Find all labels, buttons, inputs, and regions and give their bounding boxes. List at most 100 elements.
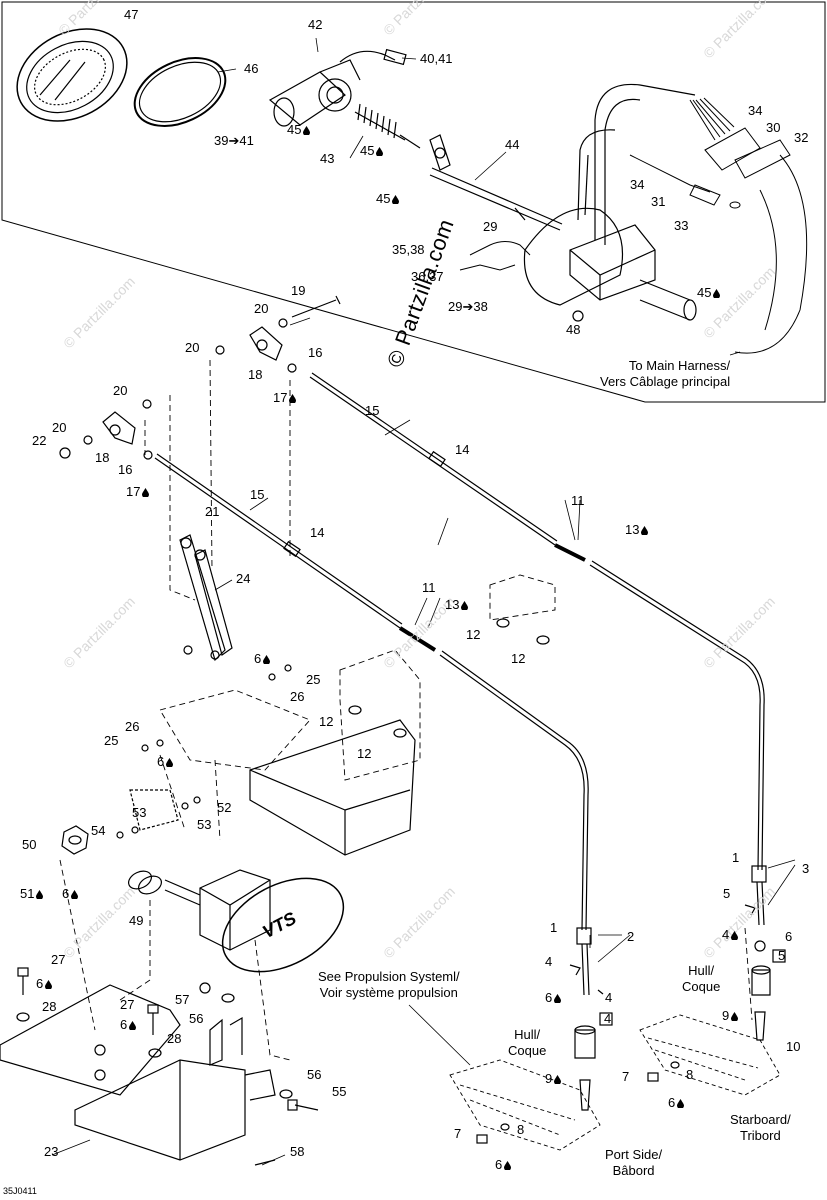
callout-number: 6 [36,976,44,991]
cable-upper [309,372,767,926]
callout-5: 5 [723,887,730,901]
callout-58: 58 [290,1145,304,1159]
callout-number: 13 [445,597,460,612]
callout-number: 16 [308,345,323,360]
callout-number: 6 [254,651,262,666]
callout-11: 11 [422,581,436,595]
callout-number: 5 [723,886,731,901]
callout-number: 25 [306,672,321,687]
callout-number: 34 [748,103,763,118]
callout-number: 33 [674,218,689,233]
callout-number: 53 [197,817,212,832]
oil-drop-icon [554,994,562,1003]
callout-number: 27 [120,997,135,1012]
callout-number: 26 [290,689,305,704]
callout-number: 12 [319,714,334,729]
callout-number: 56 [307,1067,322,1082]
callout-number: 4 [722,927,730,942]
callout-number: 29➔38 [448,299,488,314]
callout-32: 32 [794,131,808,145]
callout-24: 24 [236,572,250,586]
callout-51: 51 [20,887,44,901]
callout-43: 43 [320,152,334,166]
callout-12: 12 [319,715,333,729]
callout-number: 55 [332,1084,347,1099]
callout-number: 45 [697,285,712,300]
callout-number: 5 [778,948,786,963]
callout-number: 4 [604,1011,612,1026]
callout-number: 6 [62,886,70,901]
callout-number: 17 [126,484,141,499]
callout-8: 8 [517,1123,524,1137]
callout-48: 48 [566,323,580,337]
callout-6: 6 [785,930,792,944]
callout-number: 7 [622,1069,630,1084]
callout-15: 15 [250,488,264,502]
callout-18: 18 [248,368,262,382]
callout-14: 14 [310,526,324,540]
callout-31: 31 [651,195,665,209]
drive-shaft [429,134,563,231]
callout-33: 33 [674,219,688,233]
callout-20: 20 [254,302,268,316]
callout-2: 2 [627,930,634,944]
callout-23: 23 [44,1145,58,1159]
callout-number: 47 [124,7,139,22]
callout-9: 9 [545,1071,562,1086]
callout-number: 20 [185,340,200,355]
callout-57: 57 [175,993,189,1007]
callout-number: 9 [545,1071,553,1086]
callout-55: 55 [332,1085,346,1099]
vts-display-cover [16,28,128,122]
callout-number: 56 [189,1011,204,1026]
callout-12: 12 [466,628,480,642]
callout-number: 57 [175,992,190,1007]
callout-21: 21 [205,505,219,519]
callout-number: 18 [95,450,110,465]
callout-6: 6 [157,754,174,769]
callout-number: 8 [517,1122,525,1137]
callout-number: 53 [132,805,147,820]
callout-number: 6 [668,1095,676,1110]
callout-number: 20 [113,383,128,398]
callout-42: 42 [308,18,322,32]
callout-number: 31 [651,194,666,209]
callout-number: 6 [157,754,165,769]
callout-number: 20 [52,420,67,435]
callout-number: 12 [466,627,481,642]
callout-number: 1 [732,850,740,865]
callout-13: 13 [625,523,649,537]
callout-6: 6 [254,651,271,666]
callout-number: 6 [785,929,793,944]
callout-16: 16 [118,463,132,477]
callout-number: 6 [495,1157,503,1172]
callout-53: 53 [132,806,146,820]
assembly-guide-lines [59,359,753,1061]
callout-20: 20 [185,341,199,355]
callout-7: 7 [622,1070,629,1084]
callout-22: 22 [32,434,46,448]
callout-56: 56 [307,1068,321,1082]
callout-number: 45 [287,122,302,137]
callout-number: 58 [290,1144,305,1159]
callout-30: 30 [766,121,780,135]
callout-36-37: 36,37 [411,270,444,284]
callout-45: 45 [697,285,721,300]
callout-number: 20 [254,301,269,316]
callout-15: 15 [365,404,379,418]
callout-16: 16 [308,346,322,360]
callout-46: 46 [244,62,258,76]
callout-5: 5 [778,949,785,963]
callout-26: 26 [290,690,304,704]
callout-number: 28 [42,999,57,1014]
callout-8: 8 [686,1068,693,1082]
callout-number: 3 [802,861,810,876]
callout-45: 45 [360,144,384,158]
callout-56: 56 [189,1012,203,1026]
callout-20: 20 [113,384,127,398]
callout-number: 4 [605,990,613,1005]
callout-34: 34 [630,178,644,192]
diagram-code: 35J0411 [3,1186,37,1196]
callout-number: 15 [250,487,265,502]
